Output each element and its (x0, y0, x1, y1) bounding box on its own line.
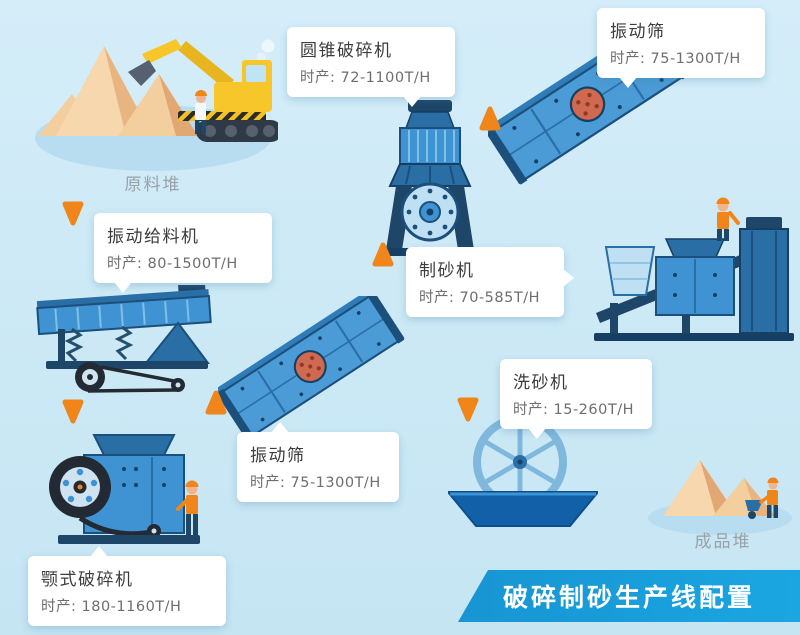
machine-rate: 时产: 72-1100T/H (300, 70, 431, 86)
jaw-crusher-illustration (32, 425, 212, 550)
machine-rate: 时产: 75-1300T/H (610, 51, 741, 67)
label-screen-mid: 振动筛 时产: 75-1300T/H (237, 422, 399, 502)
vibrating-feeder-illustration (30, 285, 225, 400)
cone-crusher-illustration (372, 100, 487, 260)
machine-name: 圆锥破碎机 (300, 41, 393, 61)
flow-arrow-down-icon (60, 198, 86, 228)
page-title: 破碎制砂生产线配置 (502, 583, 755, 612)
machine-name: 振动筛 (610, 22, 666, 42)
excavator-scene-icon (35, 39, 278, 171)
vibrating-screen-mid-illustration (218, 296, 408, 445)
machine-name: 颚式破碎机 (41, 570, 134, 590)
machine-name: 制砂机 (419, 261, 475, 281)
sand-washer-icon (448, 415, 598, 527)
machine-name: 振动筛 (250, 446, 306, 466)
machine-rate: 时产: 70-585T/H (419, 290, 540, 306)
sand-maker-icon (594, 197, 794, 341)
worker-icon (176, 480, 199, 535)
machine-name: 振动给料机 (107, 227, 200, 247)
worker-icon (195, 90, 207, 134)
flow-arrow-up-icon (477, 104, 503, 134)
jaw-crusher-icon (49, 434, 200, 544)
label-pointer (403, 96, 421, 107)
raw-material-pile-illustration (28, 8, 278, 178)
worker-with-cart-icon (745, 477, 779, 519)
label-pointer (114, 282, 132, 293)
sand-maker-illustration (590, 195, 800, 350)
product-pile-caption: 成品堆 (694, 532, 752, 552)
vibrating-screen-icon (218, 296, 405, 442)
label-pointer (271, 422, 289, 433)
worker-icon (716, 197, 740, 241)
cone-crusher-icon (386, 100, 474, 256)
label-sand-washer: 洗砂机 时产: 15-260T/H (500, 359, 652, 439)
label-cone-crusher: 圆锥破碎机 时产: 72-1100T/H (287, 27, 455, 107)
label-pointer (90, 546, 108, 557)
flow-arrow-up-icon (203, 388, 229, 418)
sand-washer-illustration (448, 412, 598, 527)
machine-rate: 时产: 180-1160T/H (41, 599, 182, 615)
title-banner: 破碎制砂生产线配置 (458, 570, 800, 622)
flow-arrow-down-icon (60, 396, 86, 426)
flow-arrow-down-icon (455, 394, 481, 424)
flow-arrow-up-icon (370, 240, 396, 270)
label-pointer (563, 269, 574, 287)
product-pile-illustration (645, 438, 800, 538)
machine-name: 洗砂机 (513, 373, 569, 393)
raw-pile-caption: 原料堆 (124, 175, 182, 195)
label-jaw-crusher: 颚式破碎机 时产: 180-1160T/H (28, 546, 226, 626)
label-pointer (619, 77, 637, 88)
label-feeder: 振动给料机 时产: 80-1500T/H (94, 213, 272, 293)
label-screen-top: 振动筛 时产: 75-1300T/H (597, 8, 765, 88)
machine-rate: 时产: 75-1300T/H (250, 475, 381, 491)
machine-rate: 时产: 80-1500T/H (107, 256, 238, 272)
label-sand-maker: 制砂机 时产: 70-585T/H (406, 247, 574, 317)
product-pile-icon (648, 460, 792, 535)
excavator-icon (128, 39, 278, 142)
machine-rate: 时产: 15-260T/H (513, 402, 634, 418)
label-pointer (528, 428, 546, 439)
vibrating-feeder-icon (36, 285, 212, 393)
